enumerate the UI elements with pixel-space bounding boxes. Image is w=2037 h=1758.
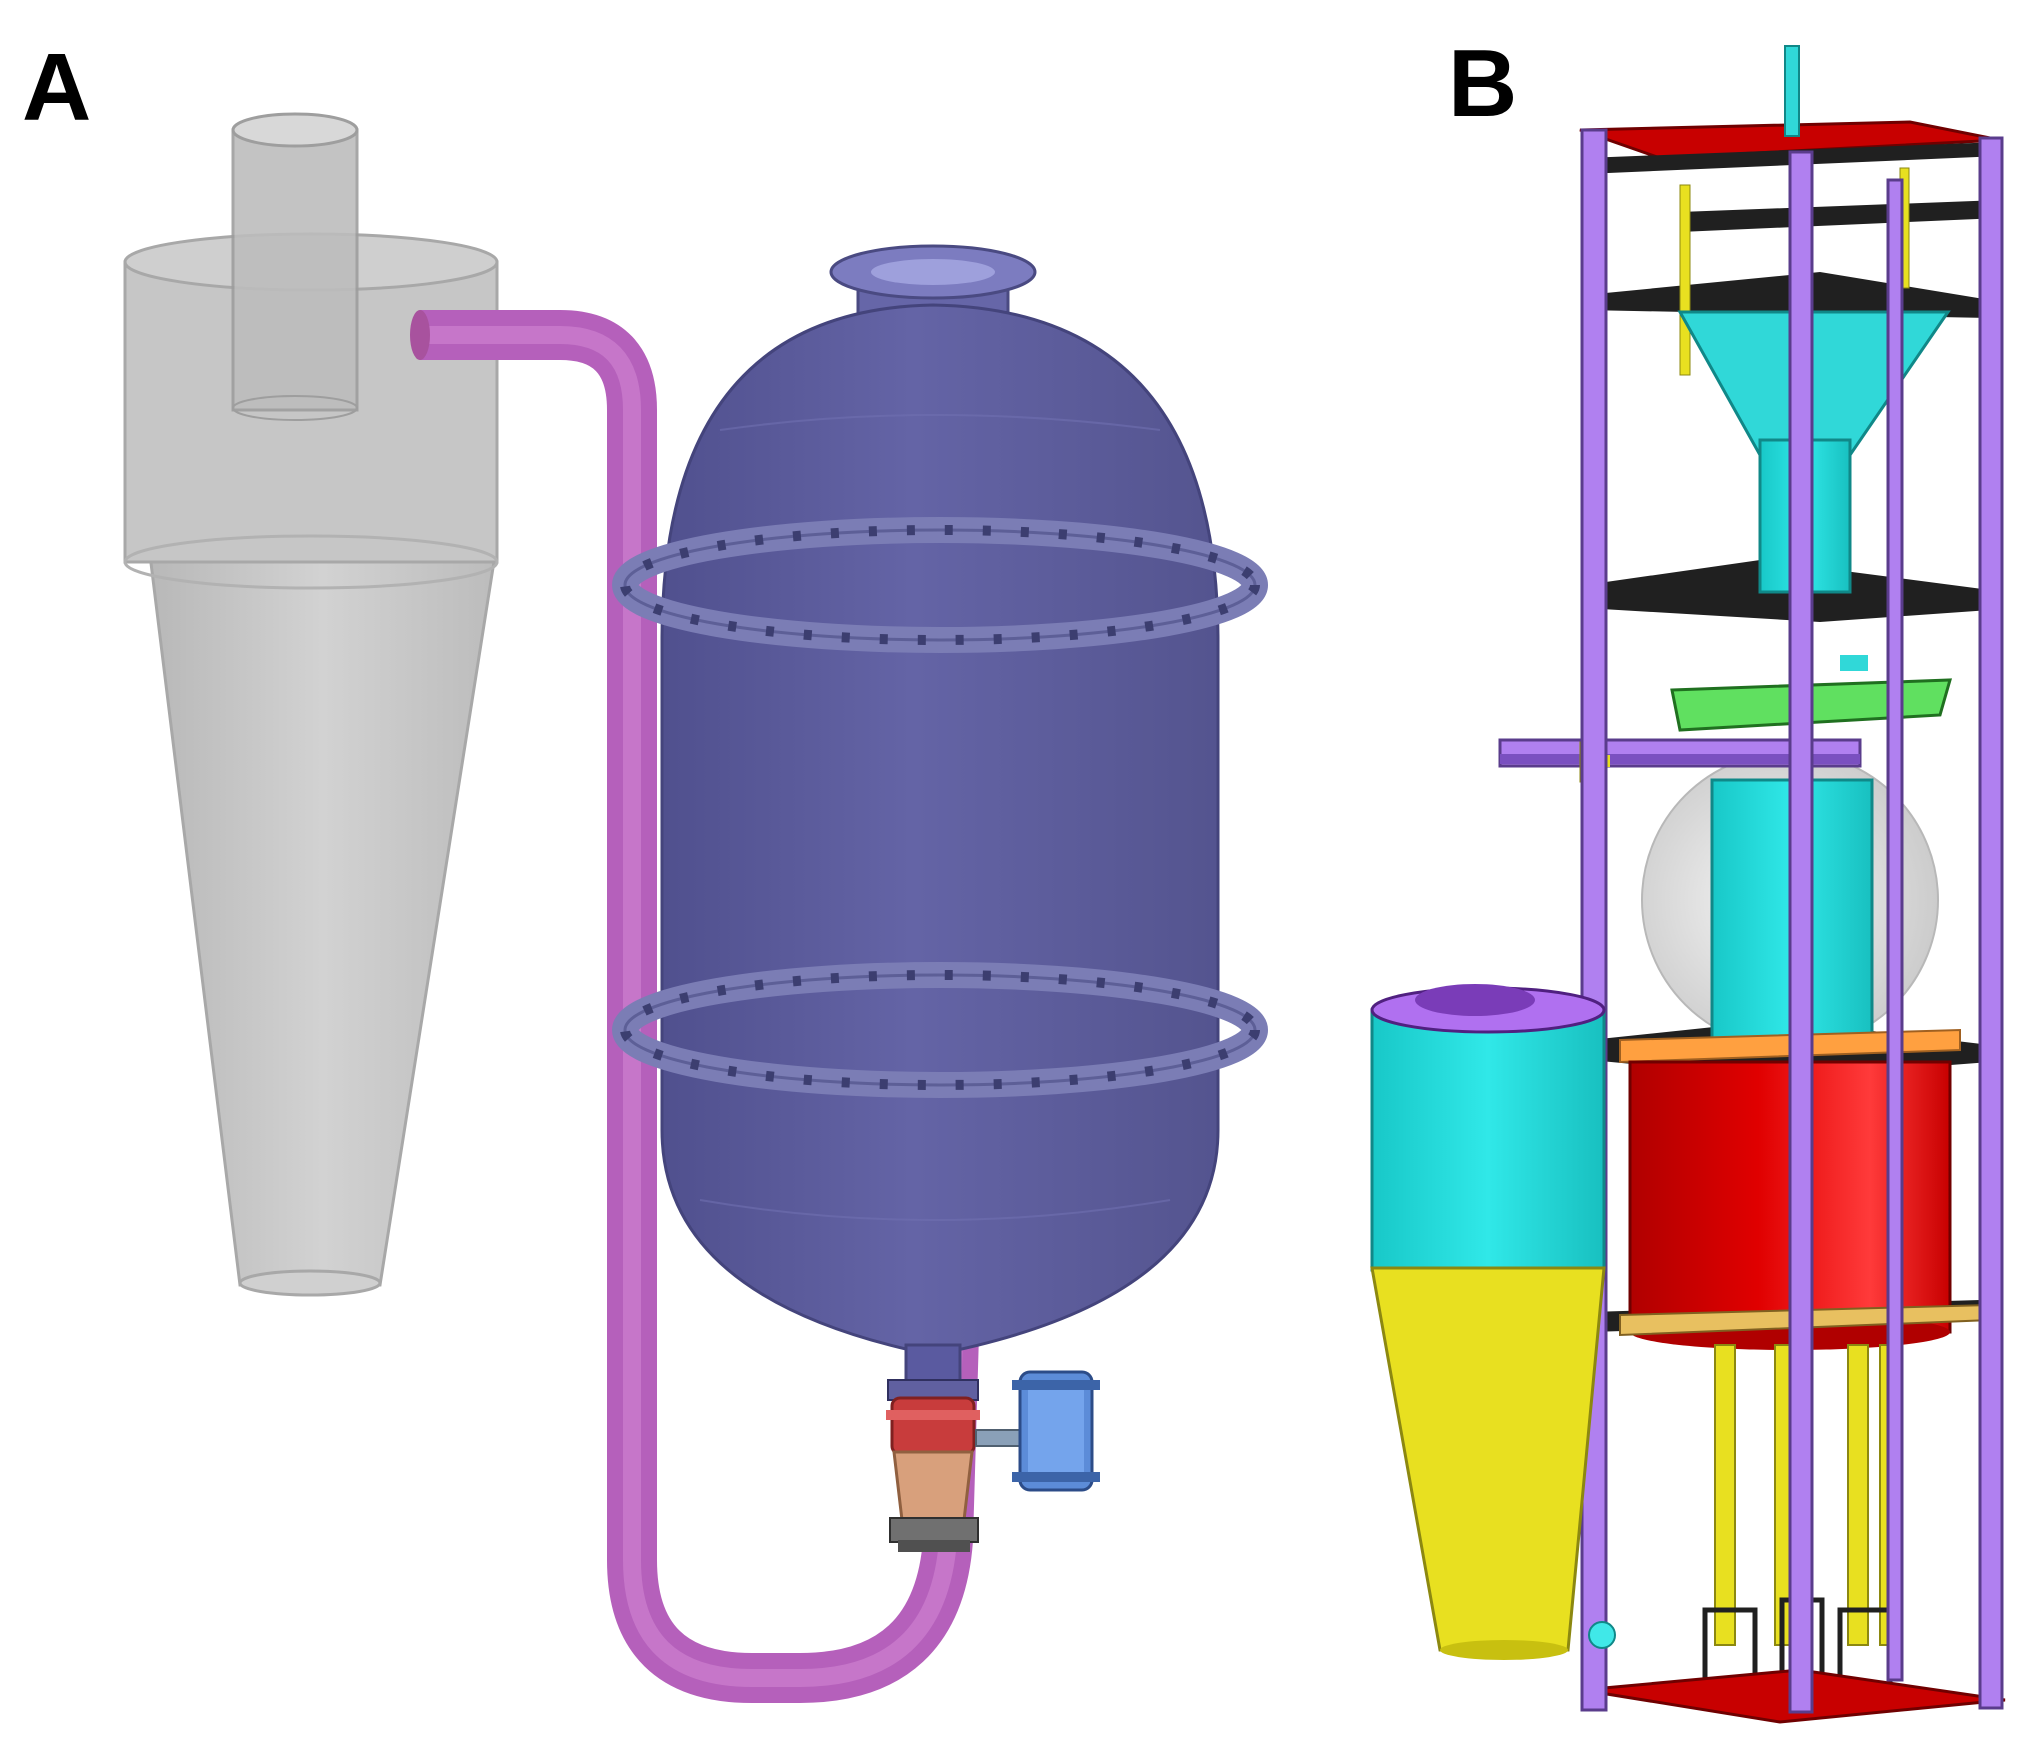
cyclone-separator-icon bbox=[123, 112, 499, 1297]
panel-label-b: B bbox=[1448, 30, 1518, 137]
panel-a bbox=[123, 112, 1268, 1703]
lower-flange-ring bbox=[612, 962, 1268, 1098]
panel-label-a: A bbox=[22, 34, 92, 141]
mid-assembly bbox=[1498, 655, 1953, 783]
cyan-hopper bbox=[1677, 310, 1951, 594]
connecting-pipe bbox=[410, 310, 980, 1703]
pressure-vessel-icon bbox=[612, 244, 1268, 1387]
panel-b bbox=[1370, 45, 2006, 1724]
upper-flange-ring bbox=[612, 517, 1268, 653]
side-cyclone bbox=[1370, 984, 1606, 1660]
valve-icon bbox=[886, 1370, 1100, 1552]
